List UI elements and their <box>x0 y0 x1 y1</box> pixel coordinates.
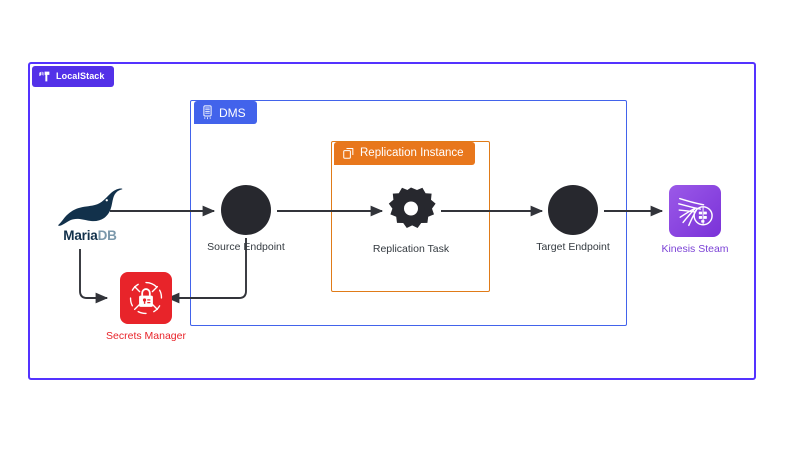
group-box-localstack <box>28 62 756 380</box>
badge-label-dms: DMS <box>219 105 246 120</box>
copy-icon <box>342 147 355 160</box>
mariadb-wordmark: MariaDB <box>63 228 117 243</box>
node-label-replication-task: Replication Task <box>372 243 450 255</box>
mariadb-wordmark-db: DB <box>97 228 117 243</box>
node-label-source-endpoint: Source Endpoint <box>207 241 285 253</box>
padlock-crosshair-icon <box>120 272 172 324</box>
node-kinesis[interactable]: Kinesis Steam <box>643 185 747 256</box>
group-box-dms <box>190 100 627 326</box>
badge-dms[interactable]: DMS <box>194 101 257 124</box>
node-label-secrets-manager: Secrets Manager <box>106 330 186 342</box>
kinesis-stream-icon <box>669 185 721 237</box>
node-source-endpoint[interactable]: Source Endpoint <box>196 185 296 254</box>
localstack-logo-icon <box>38 70 51 83</box>
circle-node-icon <box>548 185 598 235</box>
circle-node-icon <box>221 185 271 235</box>
mariadb-wordmark-maria: Maria <box>63 228 98 243</box>
node-replication-task[interactable]: Replication Task <box>361 185 461 256</box>
badge-label-replication-instance: Replication Instance <box>360 146 464 159</box>
database-icon <box>201 105 214 120</box>
node-target-endpoint[interactable]: Target Endpoint <box>523 185 623 254</box>
mariadb-seal-logo-icon <box>57 187 123 227</box>
badge-replication-instance[interactable]: Replication Instance <box>334 142 475 165</box>
node-secrets-manager[interactable]: Secrets Manager <box>96 272 196 343</box>
node-label-target-endpoint: Target Endpoint <box>536 241 610 253</box>
node-label-kinesis: Kinesis Steam <box>661 243 729 255</box>
node-mariadb[interactable]: MariaDB <box>42 187 138 243</box>
group-box-replication-instance <box>331 141 490 292</box>
gear-icon <box>385 185 437 237</box>
badge-label-localstack: LocalStack <box>56 71 105 81</box>
badge-localstack[interactable]: LocalStack <box>32 66 114 87</box>
